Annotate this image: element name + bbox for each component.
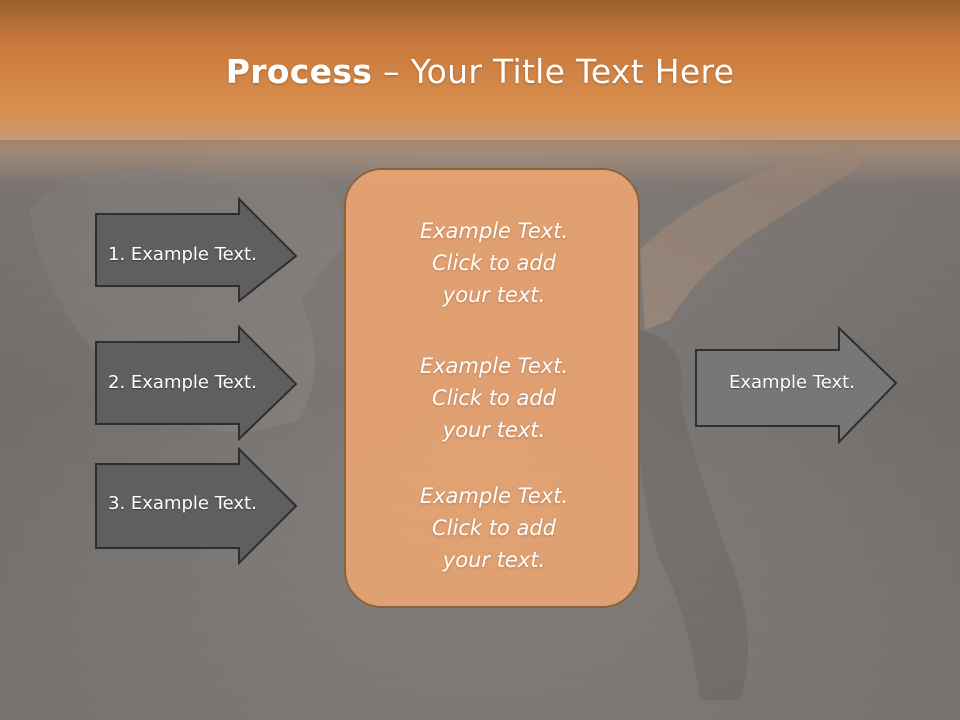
title-bold: Process <box>225 52 373 91</box>
input-arrow-1 <box>95 197 298 303</box>
process-text-1: Example Text. Click to add your text. <box>419 219 569 307</box>
process-text-2: Example Text. Click to add your text. <box>419 354 569 442</box>
title-rest: – Your Title Text Here <box>372 52 735 91</box>
input-arrow-2 <box>95 325 298 441</box>
output-arrow <box>695 326 898 444</box>
input-arrow-3 <box>95 447 298 565</box>
input-arrow-3-label: 3. Example Text. <box>108 493 257 514</box>
input-arrow-2-label: 2. Example Text. <box>108 372 257 393</box>
process-text-3: Example Text. Click to add your text. <box>419 484 569 572</box>
slide-title: Process – Your Title Text Here <box>0 52 960 91</box>
output-arrow-label: Example Text. <box>729 372 855 393</box>
input-arrow-1-label: 1. Example Text. <box>108 244 257 265</box>
process-box: Example Text. Click to add your text. Ex… <box>344 168 640 608</box>
